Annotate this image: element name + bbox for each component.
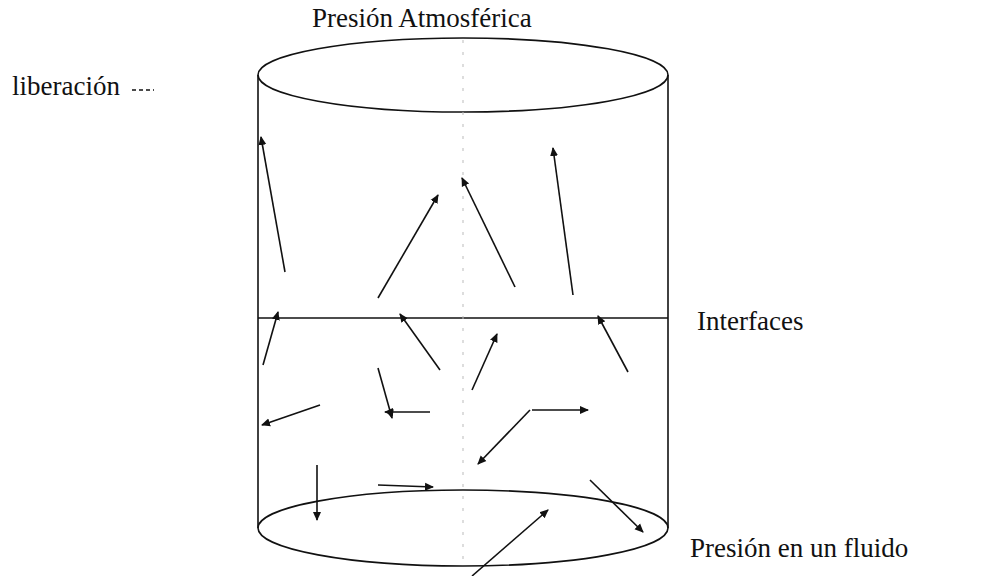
cylinder-bottom [258,490,668,566]
molecule-arrows [261,137,643,576]
bottom-label: Presión en un fluido [690,534,908,564]
cylinder-wall [257,75,259,528]
leader-line [132,89,154,91]
center-axis [463,40,464,560]
cylinder-wall [667,75,669,528]
top-label: Presión Atmosférica [312,4,532,34]
interface-label: Interfaces [697,307,803,337]
side-label: liberación [12,72,120,102]
